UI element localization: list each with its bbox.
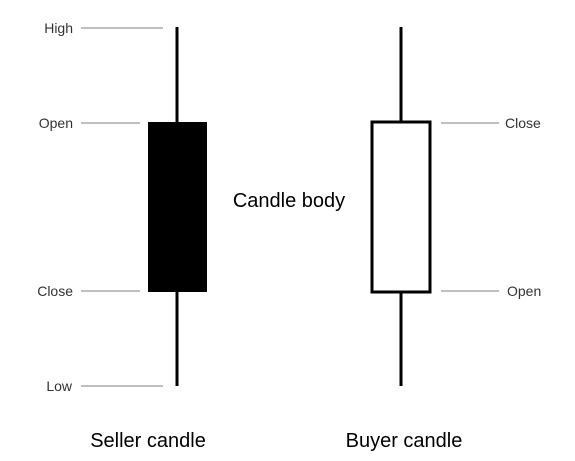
label-seller-open: Open <box>39 115 73 131</box>
seller-candle <box>148 27 207 386</box>
label-high: High <box>44 20 73 36</box>
caption-seller-candle: Seller candle <box>90 430 206 452</box>
buyer-candle <box>370 27 432 386</box>
label-buyer-close: Close <box>505 115 541 131</box>
caption-buyer-candle: Buyer candle <box>346 430 463 452</box>
label-candle-body: Candle body <box>233 190 345 212</box>
seller-candle-body <box>148 122 207 292</box>
buyer-candle-body <box>370 120 432 294</box>
label-seller-close: Close <box>37 283 73 299</box>
label-buyer-open: Open <box>507 283 541 299</box>
label-low: Low <box>46 378 73 394</box>
